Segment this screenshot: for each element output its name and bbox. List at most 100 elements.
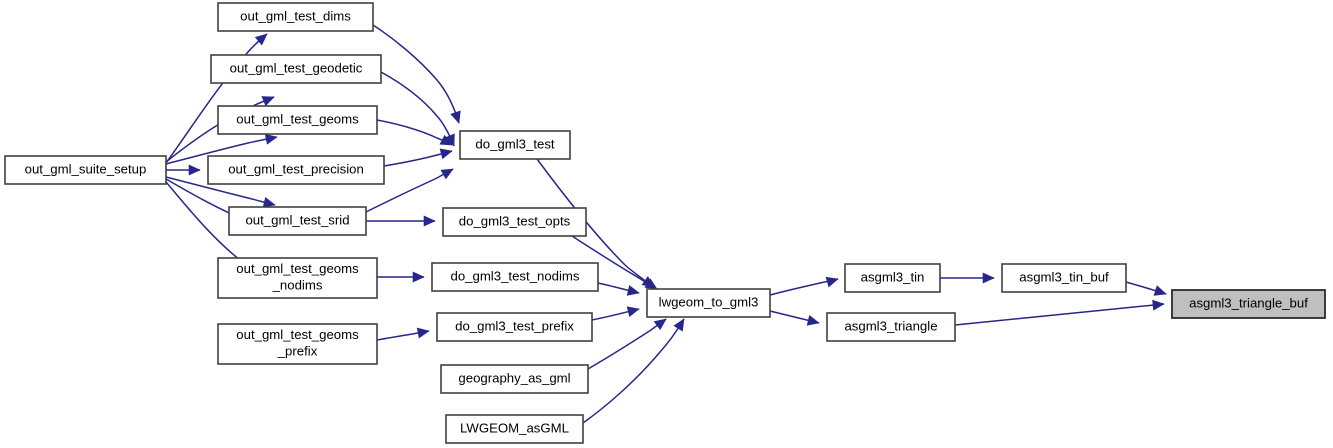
node-box[interactable] bbox=[217, 257, 378, 299]
edge-arrowhead bbox=[439, 148, 453, 160]
node-box[interactable] bbox=[4, 155, 167, 185]
edge-out_gml_suite_setup-to-out_gml_test_geoms bbox=[165, 133, 278, 165]
edge-arrowhead bbox=[644, 278, 658, 290]
edge-arrowhead bbox=[653, 318, 667, 331]
node-label: out_gml_test_geoms bbox=[236, 327, 359, 342]
edge-out_gml_test_srid-to-do_gml3_test bbox=[365, 168, 454, 213]
edge-out_gml_test_geodetic-to-do_gml3_test bbox=[380, 71, 455, 147]
edge-arrowhead bbox=[188, 164, 201, 176]
edge-do_gml3_test_prefix-to-lwgeom_to_gml3 bbox=[591, 306, 640, 321]
node-lwgeom_to_gml3[interactable]: lwgeom_to_gml3 bbox=[646, 288, 771, 318]
edges-layer bbox=[165, 24, 1167, 424]
edge-arrowhead bbox=[806, 314, 820, 326]
node-label: lwgeom_to_gml3 bbox=[659, 294, 759, 309]
edge-out_gml_test_precision-to-do_gml3_test bbox=[383, 148, 453, 167]
node-out_gml_suite_setup[interactable]: out_gml_suite_setup bbox=[4, 155, 167, 185]
node-box[interactable] bbox=[217, 105, 378, 135]
node-out_gml_test_dims[interactable]: out_gml_test_dims bbox=[217, 2, 374, 32]
edge-arrowhead bbox=[450, 110, 461, 124]
edge-arrowhead bbox=[412, 271, 425, 283]
node-out_gml_test_geoms_prefix[interactable]: out_gml_test_geoms _prefix bbox=[217, 323, 378, 365]
node-label: do_gml3_test_nodims bbox=[450, 268, 579, 283]
node-do_gml3_test[interactable]: do_gml3_test bbox=[459, 130, 571, 160]
node-box[interactable] bbox=[826, 312, 956, 342]
node-box[interactable] bbox=[431, 262, 599, 292]
edge-arrowhead bbox=[1152, 299, 1165, 311]
node-box[interactable] bbox=[844, 263, 941, 293]
node-label: geography_as_gml bbox=[458, 370, 570, 385]
edge-arrowhead bbox=[1153, 285, 1167, 296]
edge-out_gml_test_geoms_nodims-to-do_gml3_test_nodims bbox=[377, 271, 425, 283]
node-LWGEOM_asGML[interactable]: LWGEOM_asGML bbox=[445, 414, 584, 444]
node-box[interactable] bbox=[440, 364, 589, 394]
node-label: do_gml3_test_opts bbox=[459, 213, 571, 228]
node-out_gml_test_geodetic[interactable]: out_gml_test_geodetic bbox=[210, 54, 382, 84]
node-label: out_gml_suite_setup bbox=[25, 161, 147, 176]
node-box[interactable] bbox=[228, 206, 367, 236]
edge-arrowhead bbox=[264, 133, 278, 145]
edge-out_gml_test_geoms-to-do_gml3_test bbox=[376, 119, 453, 146]
node-out_gml_test_geoms[interactable]: out_gml_test_geoms bbox=[217, 105, 378, 135]
node-asgml3_tin[interactable]: asgml3_tin bbox=[844, 263, 941, 293]
node-out_gml_test_precision[interactable]: out_gml_test_precision bbox=[207, 155, 385, 185]
node-out_gml_test_geoms_nodims[interactable]: out_gml_test_geoms _nodims bbox=[217, 257, 378, 299]
node-box[interactable] bbox=[646, 288, 771, 318]
node-box[interactable] bbox=[210, 54, 382, 84]
edge-line bbox=[536, 158, 655, 288]
edge-asgml3_tin-to-asgml3_tin_buf bbox=[940, 272, 995, 284]
node-box[interactable] bbox=[442, 207, 587, 237]
node-box[interactable] bbox=[1171, 289, 1326, 319]
edge-arrowhead bbox=[626, 285, 640, 296]
node-box[interactable] bbox=[207, 155, 385, 185]
node-label: LWGEOM_asGML bbox=[460, 420, 569, 435]
node-label: out_gml_test_geodetic bbox=[230, 60, 363, 75]
node-asgml3_triangle_buf[interactable]: asgml3_triangle_buf bbox=[1171, 289, 1326, 319]
edge-asgml3_triangle-to-asgml3_triangle_buf bbox=[954, 299, 1165, 326]
node-box[interactable] bbox=[1001, 263, 1127, 293]
node-geography_as_gml[interactable]: geography_as_gml bbox=[440, 364, 589, 394]
edge-arrowhead bbox=[825, 276, 839, 288]
node-box[interactable] bbox=[445, 414, 584, 444]
node-label: asgml3_triangle bbox=[844, 318, 937, 333]
edge-line bbox=[165, 33, 268, 164]
node-do_gml3_test_opts[interactable]: do_gml3_test_opts bbox=[442, 207, 587, 237]
node-label: _nodims bbox=[272, 278, 323, 293]
edge-out_gml_test_dims-to-do_gml3_test bbox=[372, 24, 461, 124]
node-label: asgml3_tin bbox=[861, 269, 925, 284]
node-label: do_gml3_test bbox=[475, 136, 555, 151]
edge-arrowhead bbox=[423, 215, 436, 227]
node-label: out_gml_test_srid bbox=[245, 212, 349, 227]
node-label: asgml3_tin_buf bbox=[1019, 269, 1109, 284]
edge-arrowhead bbox=[626, 306, 640, 318]
node-do_gml3_test_prefix[interactable]: do_gml3_test_prefix bbox=[436, 312, 593, 342]
node-label: _prefix bbox=[277, 344, 318, 359]
edge-arrowhead bbox=[416, 327, 430, 339]
node-box[interactable] bbox=[459, 130, 571, 160]
edge-do_gml3_test_opts-to-lwgeom_to_gml3 bbox=[571, 235, 658, 290]
edge-out_gml_suite_setup-to-out_gml_test_precision bbox=[166, 164, 201, 176]
node-box[interactable] bbox=[217, 323, 378, 365]
node-label: out_gml_test_geoms bbox=[236, 111, 359, 126]
edge-lwgeom_to_gml3-to-asgml3_tin bbox=[769, 276, 839, 296]
node-do_gml3_test_nodims[interactable]: do_gml3_test_nodims bbox=[431, 262, 599, 292]
edge-LWGEOM_asGML-to-lwgeom_to_gml3 bbox=[582, 318, 685, 424]
edge-line bbox=[587, 318, 667, 370]
edge-arrowhead bbox=[262, 197, 276, 208]
edge-line bbox=[954, 303, 1165, 326]
edge-lwgeom_to_gml3-to-asgml3_triangle bbox=[769, 310, 820, 326]
node-box[interactable] bbox=[436, 312, 593, 342]
node-label: asgml3_triangle_buf bbox=[1189, 295, 1308, 310]
edge-arrowhead bbox=[261, 96, 275, 107]
node-box[interactable] bbox=[217, 2, 374, 32]
edge-line bbox=[376, 119, 453, 146]
node-asgml3_triangle[interactable]: asgml3_triangle bbox=[826, 312, 956, 342]
node-out_gml_test_srid[interactable]: out_gml_test_srid bbox=[228, 206, 367, 236]
node-label: out_gml_test_geoms bbox=[236, 261, 359, 276]
edge-geography_as_gml-to-lwgeom_to_gml3 bbox=[587, 318, 667, 370]
edge-arrowhead bbox=[254, 33, 268, 46]
edge-out_gml_suite_setup-to-out_gml_test_srid bbox=[165, 176, 276, 208]
node-asgml3_tin_buf[interactable]: asgml3_tin_buf bbox=[1001, 263, 1127, 293]
nodes-layer: out_gml_suite_setup out_gml_test_dims out_… bbox=[4, 2, 1326, 444]
